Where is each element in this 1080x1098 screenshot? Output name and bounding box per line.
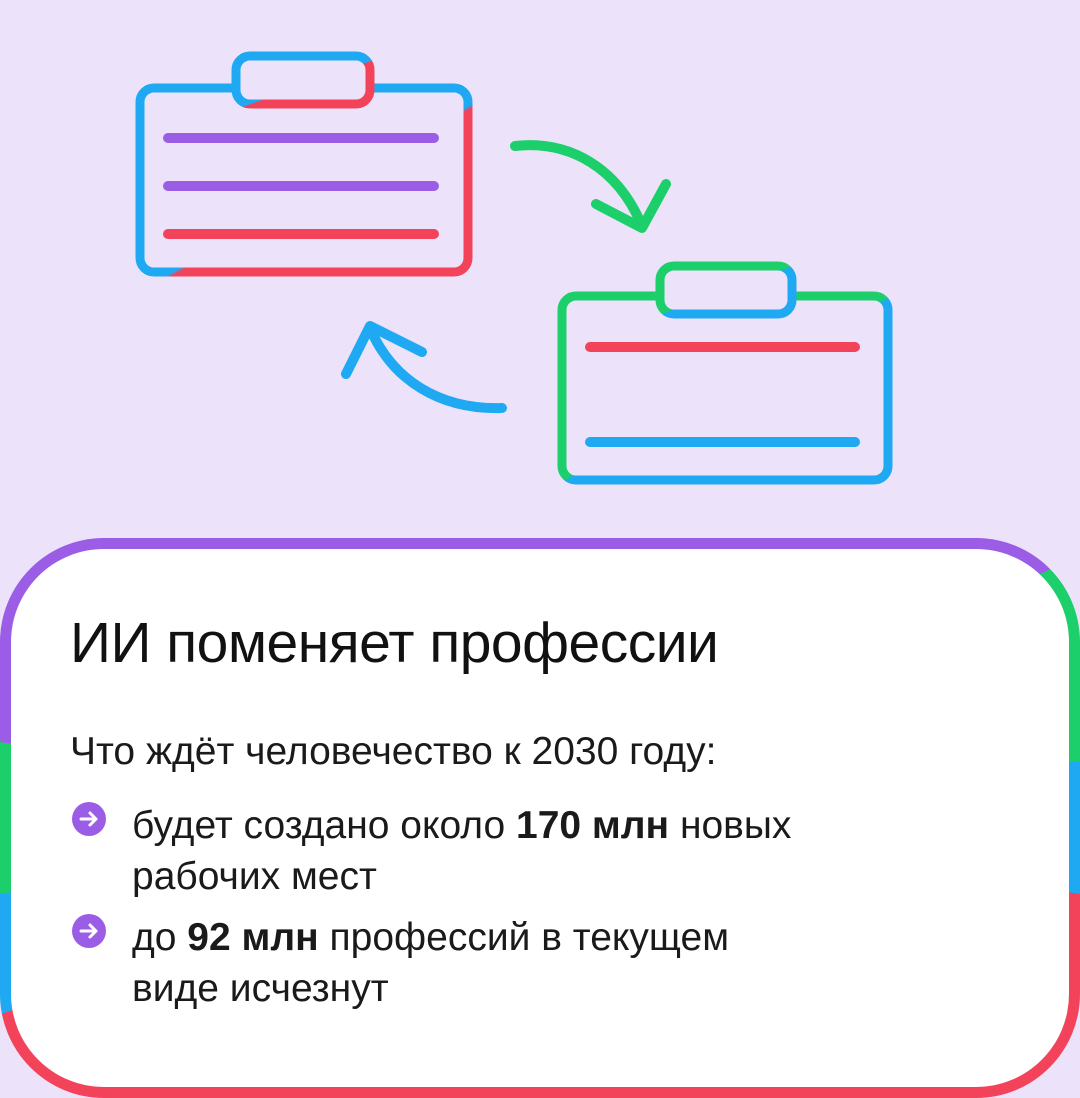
arrow-right-icon	[72, 802, 106, 836]
arrow-right-icon	[72, 914, 106, 948]
bullet-text: рабочих мест	[132, 855, 377, 898]
curved-arrow-icon	[341, 321, 507, 414]
page-title: ИИ поменяет профессии	[70, 611, 719, 675]
info-card	[0, 538, 1080, 1098]
bullet-text: новых	[669, 804, 792, 847]
intro-text: Что ждёт человечество к 2030 году:	[70, 730, 717, 773]
clipboard-icon	[135, 51, 473, 277]
bullet-text: до	[132, 916, 188, 959]
bullet-text: виде исчезнут	[132, 967, 389, 1010]
bullet-number: 92 млн	[187, 916, 319, 959]
curved-arrow-icon	[510, 140, 671, 233]
bullet-text: профессий в текущем	[318, 916, 730, 959]
bullet-number: 170 млн	[516, 804, 670, 847]
job-swap-illustration	[135, 51, 893, 485]
clipboard-icon	[557, 261, 893, 485]
bullet-text: будет создано около	[132, 804, 517, 847]
